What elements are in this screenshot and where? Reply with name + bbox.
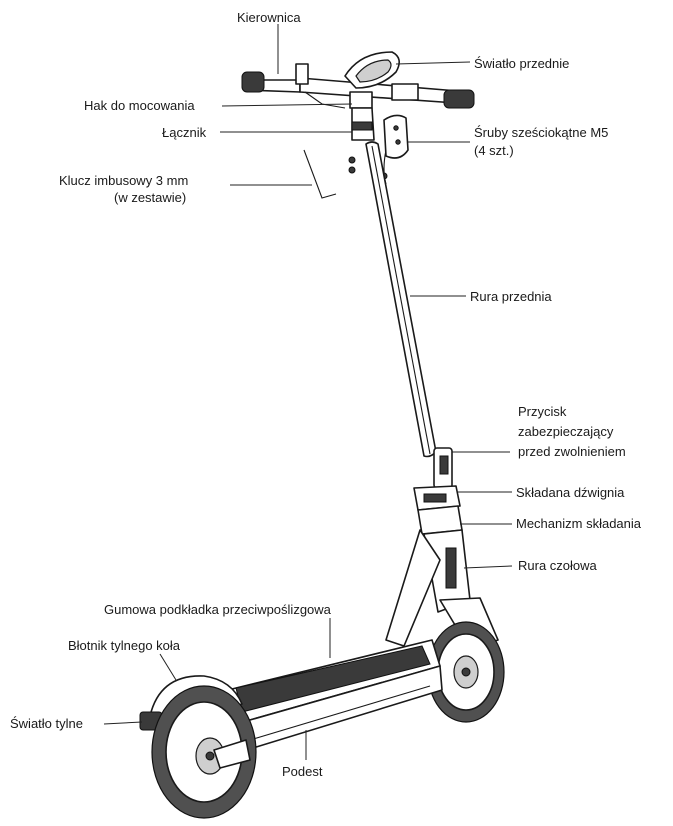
screw bbox=[348, 156, 356, 164]
label-folding-mechanism: Mechanizm składania bbox=[516, 516, 642, 531]
right-grip bbox=[443, 89, 475, 109]
label-allen-key-included: (w zestawie) bbox=[114, 190, 186, 205]
allen-key bbox=[303, 149, 337, 199]
label-head-tube: Rura czołowa bbox=[518, 558, 598, 573]
label-connector: Łącznik bbox=[162, 125, 207, 140]
throttle bbox=[391, 83, 419, 101]
leader-lines bbox=[103, 24, 513, 760]
label-safety-button-1: Przycisk bbox=[518, 404, 567, 419]
labels: Kierownica Światło przednie Hak do mocow… bbox=[10, 10, 642, 779]
label-hook: Hak do mocowania bbox=[84, 98, 195, 113]
deck bbox=[227, 639, 443, 753]
label-handlebar: Kierownica bbox=[237, 10, 301, 25]
rear-wheel-arm bbox=[213, 739, 251, 769]
folding-mechanism bbox=[417, 505, 463, 535]
front-light bbox=[344, 51, 400, 89]
label-front-light: Światło przednie bbox=[474, 56, 569, 71]
brake-lever-mount bbox=[295, 63, 309, 85]
label-rear-fender: Błotnik tylnego koła bbox=[68, 638, 181, 653]
connector-band bbox=[351, 121, 373, 131]
handlebar bbox=[241, 63, 475, 109]
hook bbox=[349, 91, 373, 109]
label-hex-screws-count: (4 szt.) bbox=[474, 143, 514, 158]
label-hex-screws: Śruby sześciokątne M5 bbox=[474, 125, 608, 140]
rear-wheel bbox=[151, 685, 257, 819]
label-allen-key: Klucz imbusowy 3 mm bbox=[59, 173, 188, 188]
label-deck: Podest bbox=[282, 764, 323, 779]
label-folding-lever: Składana dźwignia bbox=[516, 485, 625, 500]
label-grip-tape: Gumowa podkładka przeciwpoślizgowa bbox=[104, 602, 332, 617]
label-front-tube: Rura przednia bbox=[470, 289, 552, 304]
label-rear-light: Światło tylne bbox=[10, 716, 83, 731]
left-grip bbox=[241, 71, 265, 93]
head-tube-strip bbox=[445, 547, 457, 589]
down-tube bbox=[385, 529, 441, 647]
safety-button-knob bbox=[439, 455, 449, 475]
scooter-illustration bbox=[139, 51, 505, 819]
hex-screws-plate bbox=[383, 114, 409, 159]
screw bbox=[348, 166, 356, 174]
label-safety-button-3: przed zwolnieniem bbox=[518, 444, 626, 459]
label-safety-button-2: zabezpieczający bbox=[518, 424, 614, 439]
